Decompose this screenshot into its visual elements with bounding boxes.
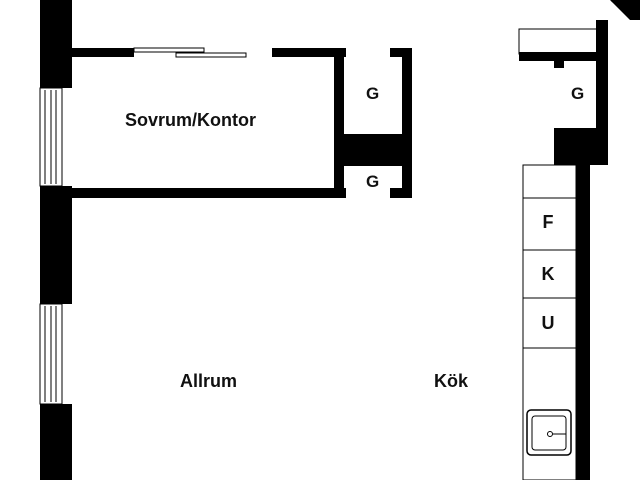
- right-closet-stub: [554, 52, 564, 68]
- bedroom-top-wall-left: [72, 48, 134, 57]
- right-closet-bottom-wall: [554, 128, 608, 165]
- left-wall-top: [40, 0, 72, 88]
- bedroom-bottom-wall: [72, 188, 346, 198]
- top-right-corner-line: [611, 0, 635, 20]
- appliance-label-oven: U: [541, 313, 555, 333]
- closet-label-lower: G: [366, 172, 380, 191]
- kitchen-right-wall: [576, 165, 590, 480]
- room-label-bedroom: Sovrum/Kontor: [125, 110, 257, 130]
- closet-wall-right: [402, 48, 412, 198]
- appliance-label-fridge: F: [542, 212, 554, 232]
- closet-bottom-right-wall: [390, 188, 412, 198]
- room-label-living: Allrum: [180, 371, 238, 391]
- sink-icon: [526, 409, 572, 456]
- room-label-kitchen: Kök: [434, 371, 469, 391]
- closet-top-right-wall: [390, 48, 412, 57]
- closet-divider: [334, 134, 412, 166]
- shelf: [518, 28, 598, 55]
- closet-wall-left: [334, 48, 344, 198]
- bedroom-top-wall-right: [272, 48, 346, 57]
- sliding-door: [133, 47, 247, 58]
- left-wall-bottom: [40, 404, 72, 480]
- closet-label-upper: G: [366, 84, 380, 103]
- window-bedroom: [39, 87, 63, 187]
- appliance-label-freezer: K: [541, 264, 555, 284]
- left-wall-middle: [40, 186, 72, 304]
- window-living: [39, 303, 63, 405]
- closet-label-right: G: [571, 84, 585, 103]
